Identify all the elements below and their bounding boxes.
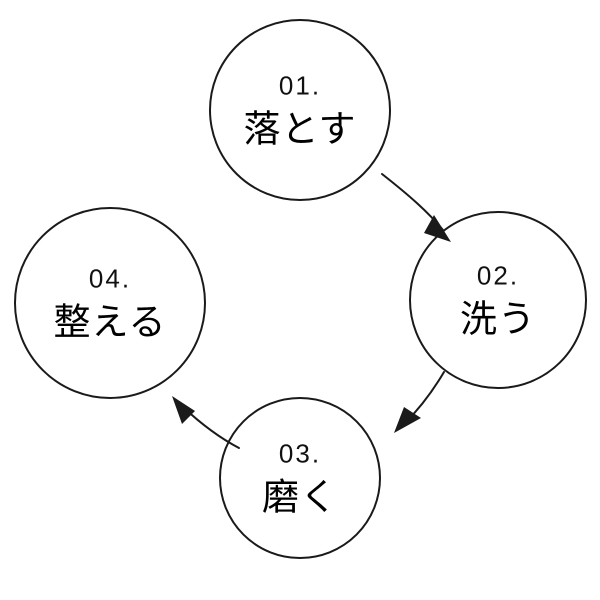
arrowhead-02-to-03 — [394, 407, 421, 433]
edge-02-to-03 — [394, 371, 445, 433]
edge-01-to-02 — [381, 173, 451, 242]
node-circle-02[interactable] — [409, 211, 587, 389]
arrowhead-03-to-04 — [172, 396, 195, 424]
edge-03-to-04 — [172, 396, 240, 449]
node-circle-01[interactable] — [209, 19, 391, 201]
node-circle-03[interactable] — [219, 397, 381, 559]
arrowhead-01-to-02 — [424, 215, 451, 242]
node-circle-04[interactable] — [14, 207, 206, 399]
